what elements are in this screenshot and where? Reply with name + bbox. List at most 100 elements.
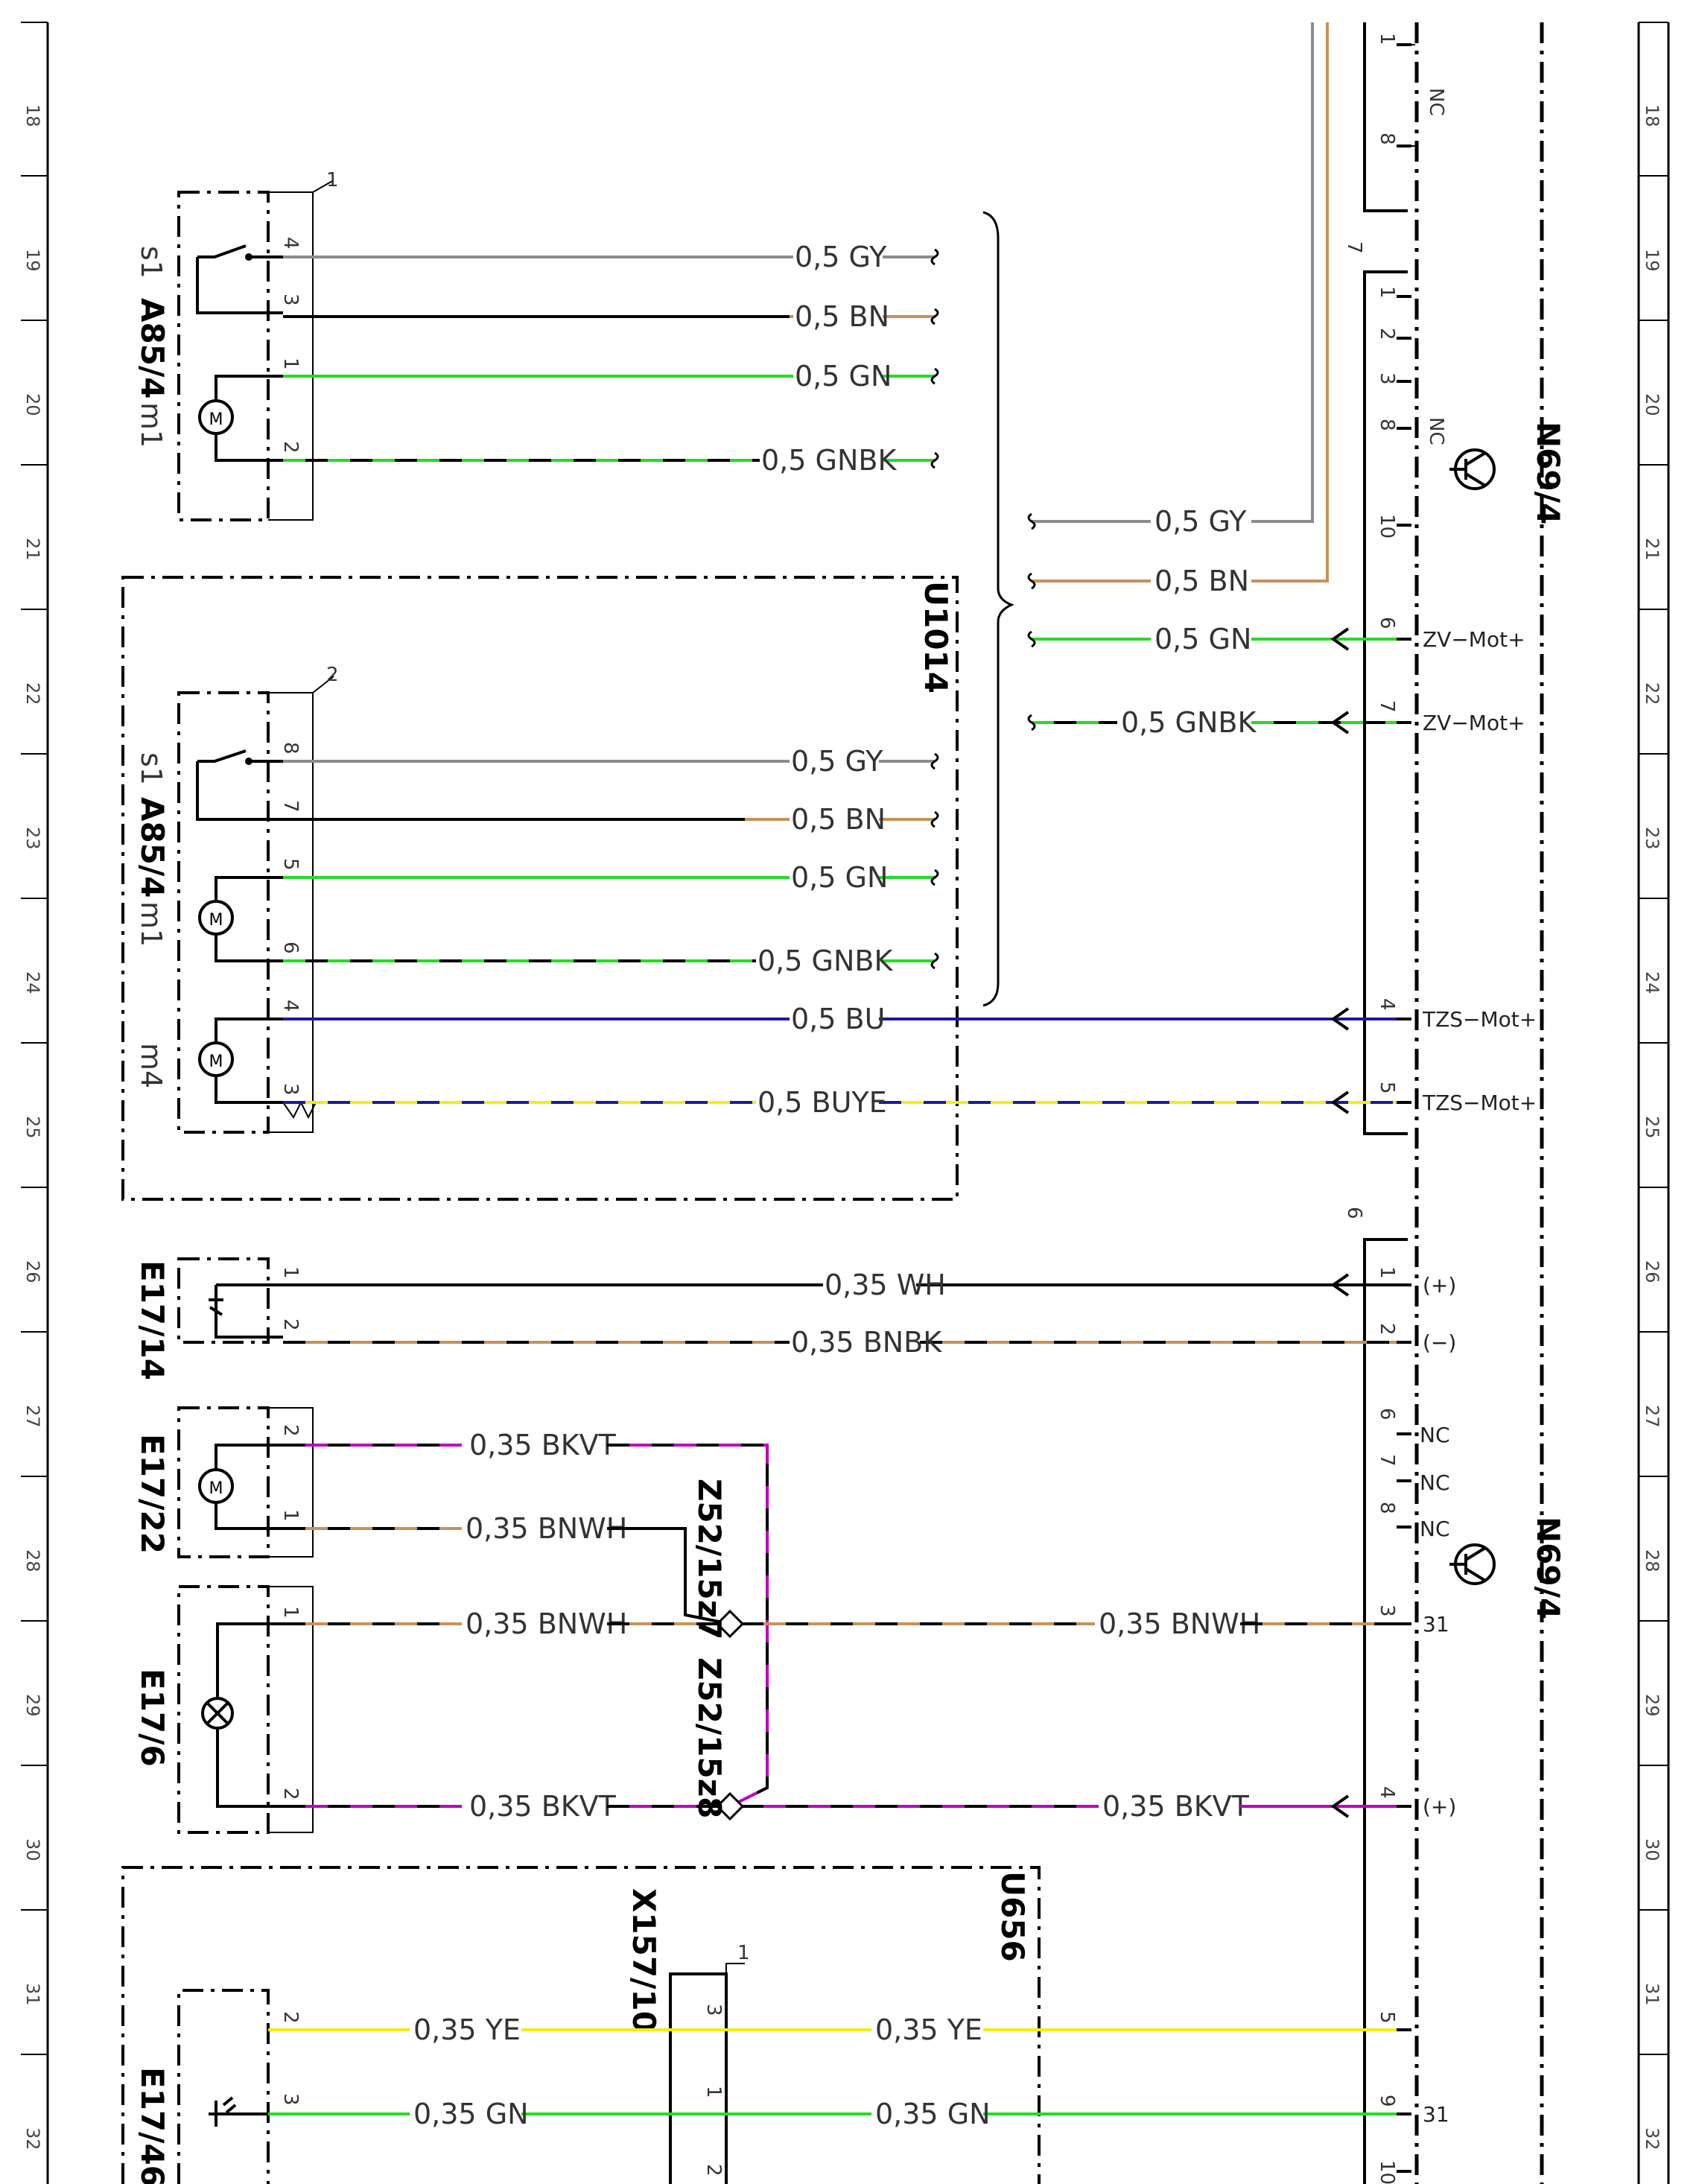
- pin-function-label: ZV−Mot+: [1423, 711, 1525, 735]
- row-label: 23: [1642, 827, 1662, 850]
- right-row-ruler: 18 19 20 21 22 23 24 25 26 27 28 29 30 3…: [1637, 22, 1670, 2184]
- pin-function-label: (+): [1423, 1794, 1456, 1819]
- pin-number: 2: [1376, 328, 1398, 340]
- motor-label: m1: [135, 901, 168, 947]
- pin-number: 10: [1376, 514, 1398, 539]
- pin-number: 3: [1376, 372, 1398, 385]
- row-label: 25: [22, 1116, 43, 1139]
- pin-number: 8: [1376, 1502, 1398, 1514]
- wire-bn-up: [1251, 22, 1329, 582]
- pin-number: 2: [279, 2011, 302, 2024]
- wire-label: 0,35 WH: [825, 1269, 946, 1301]
- connector-bracket-top: 1 8 NC: [1363, 22, 1447, 212]
- wire-label: 0,35 YE: [875, 2013, 982, 2046]
- nc-label: NC: [1425, 88, 1447, 116]
- row-label: 19: [22, 249, 43, 272]
- wire-continuation-marks: [930, 248, 1036, 970]
- row-label: 28: [22, 1549, 43, 1572]
- a85-switch-motor-1: 1 s1 A85/4 m1 M 4 3 1 2: [134, 169, 339, 521]
- pin-number: 3: [279, 2093, 302, 2106]
- wire-label: 0,5 GY: [791, 745, 883, 778]
- pin-number: 3: [702, 2004, 725, 2016]
- wire-label: 0,5 GY: [795, 241, 887, 273]
- terminal-ticks: [1397, 43, 1411, 2173]
- pin-number: 3: [279, 293, 302, 306]
- motor-m-glyph: M: [209, 1053, 223, 1071]
- pin-number: 2: [279, 1424, 302, 1437]
- e17-46-led: E17/46 2 3 0,35 YE 0,35 YE 0,35 GN 0,35 …: [134, 1989, 1449, 2184]
- x157-10-connector: 1 X157/10 3 1 2: [626, 1888, 750, 2184]
- row-label: 29: [1642, 1694, 1662, 1717]
- wire-label: 0,5 BU: [791, 1003, 885, 1035]
- pin-number: 3: [1376, 1604, 1398, 1617]
- row-label: 18: [22, 104, 43, 127]
- pin-function-label: ZV−Mot+: [1423, 627, 1525, 652]
- wire-label: 0,35 GN: [875, 2098, 991, 2130]
- component-id: A85/4: [134, 797, 171, 898]
- row-label: 20: [22, 393, 43, 416]
- pin-number: 5: [1376, 2011, 1398, 2024]
- pin-number: 6: [279, 942, 302, 954]
- row-label: 26: [1642, 1260, 1662, 1283]
- wire-label: 0,5 GY: [1155, 505, 1247, 538]
- motor-m-glyph: M: [209, 911, 223, 930]
- component-id: E17/14: [134, 1260, 171, 1380]
- pin-number: 1: [279, 1509, 302, 1522]
- pin-function-label: TZS−Mot+: [1422, 1007, 1537, 1032]
- connector-6-pins: 6 7 8 3 4 NC NC NC 31 (+): [1376, 1408, 1456, 1819]
- pin-number: 3: [279, 1083, 302, 1096]
- wire-label: 0,5 GN: [791, 861, 888, 894]
- row-label: 30: [22, 1838, 43, 1861]
- splice-z52-15z8: Z52/15z8: [691, 1657, 745, 1821]
- splice-label: Z52/15z8: [691, 1657, 728, 1818]
- row-label: 21: [1642, 538, 1662, 561]
- unit-number: 1: [326, 169, 339, 191]
- row-label: 28: [1642, 1549, 1662, 1572]
- wire-label: 0,35 BNBK: [791, 1326, 942, 1359]
- nc-label: NC: [1420, 1423, 1450, 1447]
- wire-label: 0,5 BN: [791, 803, 886, 836]
- row-label: 30: [1642, 1838, 1662, 1861]
- wire-label: 0,5 BN: [1155, 565, 1249, 597]
- left-row-ruler: 18 19 20 21 22 23 24 25 26 27 28 29 30 3…: [21, 22, 49, 2184]
- wire-label: 0,35 BKVT: [469, 1429, 617, 1461]
- switch-label: s1: [135, 752, 168, 785]
- row-label: 22: [1642, 682, 1662, 705]
- row-label: 32: [22, 2127, 43, 2150]
- pin-function-label: 31: [1423, 1612, 1449, 1637]
- pin-function-label: (+): [1423, 1273, 1456, 1298]
- u1014-label: U1014: [918, 581, 954, 693]
- wires-to-n69-upper: 0,5 GY 0,5 BN 0,5 GN 0,5 GNBK 6 7 4 5 ZV…: [1032, 505, 1537, 1115]
- pin-number: 2: [702, 2164, 725, 2177]
- motor-m-glyph: M: [209, 1479, 223, 1498]
- wire-label: 0,5 GNBK: [1121, 706, 1257, 739]
- e17-6-lamp: E17/6 1 2 0,35 BNWH 0,35 BNWH 0,35 BKVT …: [134, 1585, 1397, 1834]
- pin-number: 1: [279, 1606, 302, 1619]
- wires-a85-2: 0,5 GY 0,5 BN 0,5 GN 0,5 GNBK 0,5 BU 0,5…: [283, 745, 1397, 1119]
- n69-label-bottom: N69/4: [1530, 1517, 1566, 1619]
- pin-number: 2: [279, 441, 302, 454]
- pin-number: 7: [1376, 1454, 1398, 1467]
- u656-label: U656: [994, 1871, 1031, 1962]
- pin-number: 4: [1376, 998, 1398, 1011]
- row-label: 29: [22, 1694, 43, 1717]
- row-label: 24: [22, 971, 43, 994]
- pin-number: 4: [279, 1000, 302, 1012]
- pin-number: 1: [1376, 33, 1398, 45]
- connector-number: 7: [1343, 241, 1365, 254]
- row-label: 26: [22, 1260, 43, 1283]
- transistor-icon: [1449, 448, 1496, 490]
- wires-a85-1: 0,5 GY 0,5 BN 0,5 GN 0,5 GNBK: [283, 241, 935, 477]
- nc-label: NC: [1420, 1517, 1450, 1541]
- connector-6: 6: [1343, 1207, 1408, 2184]
- row-label: 32: [1642, 2127, 1662, 2150]
- pin-number: 8: [1376, 419, 1398, 431]
- splice-label: Z52/15z7: [691, 1479, 728, 1639]
- component-id: E17/22: [134, 1434, 171, 1554]
- row-label: 22: [22, 682, 43, 705]
- row-label: 21: [22, 538, 43, 561]
- wire-label: 0,5 GNBK: [758, 945, 893, 977]
- pin-number: 7: [279, 800, 302, 813]
- unit-number: 1: [737, 1942, 750, 1964]
- switch-label: s1: [135, 246, 168, 279]
